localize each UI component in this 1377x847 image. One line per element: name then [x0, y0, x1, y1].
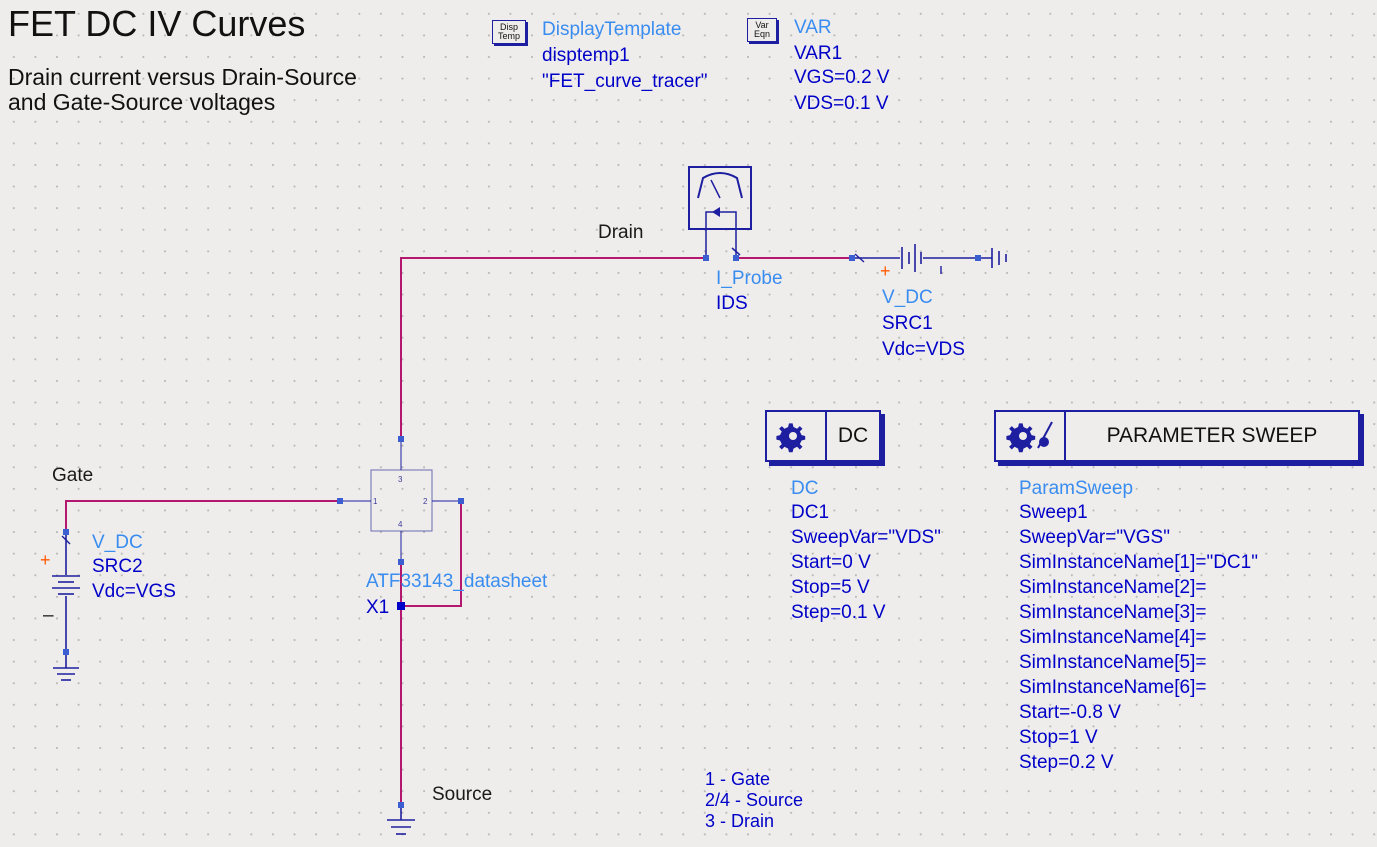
sweep-name: Sweep1: [1019, 502, 1088, 523]
wire-pin2-loop: [401, 501, 462, 607]
wire-gate: [65, 500, 340, 532]
disptemp-value: "FET_curve_tracer": [542, 71, 708, 92]
src1-plus-sign: +: [880, 261, 891, 281]
dc-param-step: Step=0.1 V: [791, 602, 886, 623]
var-eqn-icon[interactable]: Var Eqn: [747, 18, 777, 42]
schematic-title: FET DC IV Curves: [8, 3, 306, 44]
src1-value: Vdc=VDS: [882, 339, 965, 360]
subtitle-line-2: and Gate-Source voltages: [8, 89, 276, 115]
sweep-param-siminstance-1: SimInstanceName[1]="DC1": [1019, 552, 1258, 573]
sweep-type: ParamSweep: [1019, 478, 1134, 499]
var-icon-line1: Var: [755, 20, 769, 30]
dc-gear-icon-cell: [767, 412, 827, 460]
src2-plus-sign: +: [40, 550, 51, 570]
disptemp-icon-line2: Temp: [497, 31, 520, 41]
sweep-param-sweepvar: SweepVar="VGS": [1019, 527, 1170, 548]
sweep-param-siminstance-2: SimInstanceName[2]=: [1019, 577, 1207, 598]
dc-name: DC1: [791, 502, 830, 523]
sweep-controller-label: PARAMETER SWEEP: [1106, 424, 1318, 447]
sweep-param-start: Start=-0.8 V: [1019, 702, 1121, 723]
dc-gear-icon: [776, 423, 806, 453]
sweep-controller-block[interactable]: PARAMETER SWEEP: [994, 410, 1360, 462]
var-param-vgs: VGS=0.2 V: [794, 67, 890, 88]
src2-name: SRC2: [92, 556, 143, 577]
dc-controller-label: DC: [837, 424, 869, 447]
net-label-gate: Gate: [52, 465, 94, 486]
subtitle-line-1: Drain current versus Drain-Source: [8, 64, 357, 90]
src2-type: V_DC: [92, 532, 143, 553]
dc-type: DC: [791, 478, 819, 499]
sweep-param-siminstance-6: SimInstanceName[6]=: [1019, 677, 1207, 698]
wire-drain: [400, 257, 706, 439]
var-param-vds: VDS=0.1 V: [794, 93, 889, 114]
fet-pin-2: 2: [423, 497, 428, 506]
dc-param-start: Start=0 V: [791, 552, 871, 573]
pin-legend-drain: 3 - Drain: [705, 811, 775, 831]
dc-param-sweepvar: SweepVar="VDS": [791, 527, 941, 548]
disptemp-type: DisplayTemplate: [542, 19, 682, 40]
fet-name: X1: [366, 597, 390, 618]
iprobe-type: I_Probe: [716, 268, 783, 289]
sweep-param-siminstance-3: SimInstanceName[3]=: [1019, 602, 1207, 623]
fet-pin-3: 3: [398, 475, 403, 484]
sweep-gear-icon: [1006, 421, 1053, 453]
disptemp-icon-line1: Disp: [499, 22, 518, 32]
disptemp-icon[interactable]: Disp Temp: [492, 20, 526, 44]
dc-param-stop: Stop=5 V: [791, 577, 870, 598]
pin-legend-source: 2/4 - Source: [705, 790, 804, 810]
dc-controller-block[interactable]: DC: [765, 410, 881, 462]
src1-type: V_DC: [882, 287, 933, 308]
fet-pin-1: 1: [373, 497, 378, 506]
sweep-param-stop: Stop=1 V: [1019, 727, 1098, 748]
src2-value: Vdc=VGS: [92, 581, 176, 602]
src1-name: SRC1: [882, 313, 933, 334]
src2-minus-sign: –: [43, 605, 54, 626]
pin-legend-gate: 1 - Gate: [705, 769, 771, 789]
net-label-drain: Drain: [598, 222, 644, 243]
fet-model: ATF33143_datasheet: [366, 571, 548, 592]
sweep-param-step: Step=0.2 V: [1019, 752, 1114, 773]
fet-pin-4: 4: [398, 520, 403, 529]
var-icon-line2: Eqn: [753, 29, 770, 39]
var-name: VAR1: [794, 43, 843, 64]
sweep-param-siminstance-5: SimInstanceName[5]=: [1019, 652, 1207, 673]
iprobe-name: IDS: [716, 293, 748, 314]
sweep-param-siminstance-4: SimInstanceName[4]=: [1019, 627, 1207, 648]
disptemp-name: disptemp1: [542, 45, 630, 66]
net-label-source: Source: [432, 784, 493, 805]
iprobe-symbol: [688, 166, 752, 230]
var-type: VAR: [794, 17, 832, 38]
sweep-gear-icon-cell: [996, 412, 1066, 460]
